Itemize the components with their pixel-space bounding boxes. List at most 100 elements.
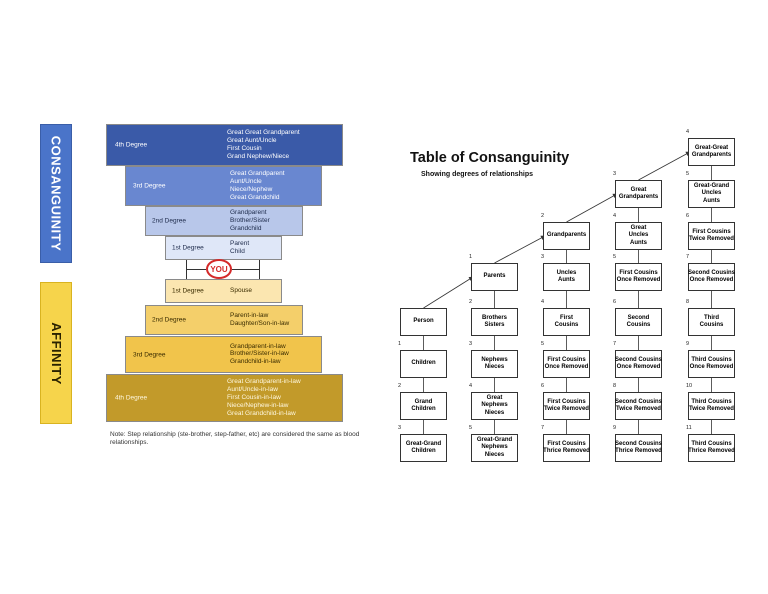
relationship-text: First Cousins [547, 440, 586, 447]
table-subtitle: Showing degrees of relationships [421, 171, 534, 178]
degree-number: 9 [613, 425, 617, 431]
consanguinity-degree-label: 3rd Degree [133, 182, 166, 190]
ancestor-arrow [566, 193, 618, 223]
relation-item: Grandchild-in-law [230, 358, 281, 366]
degree-number: 11 [686, 425, 692, 431]
relationship-text: Nephews [481, 402, 508, 409]
relationship-text: Person [413, 318, 434, 325]
degree-number: 5 [686, 171, 690, 177]
relation-item: Parent-in-law [230, 312, 269, 320]
degree-number: 1 [398, 341, 402, 347]
relationship-text: Once Removed [616, 277, 661, 283]
relation-item: Great Grandparent [230, 170, 285, 178]
relationship-text: Children [411, 360, 436, 367]
degree-number: 2 [469, 299, 473, 305]
degree-number: 10 [686, 383, 693, 389]
relationship-text: Grandparents [618, 194, 659, 200]
relationship-text: Twice Removed [544, 406, 589, 412]
relationship-text: Twice Removed [689, 236, 734, 242]
relation-item: Grand Nephew/Niece [227, 152, 290, 160]
relationship-text: Brothers [481, 314, 507, 321]
relation-item: Aunt/Uncle-in-law [227, 386, 278, 394]
relationship-text: Second Cousins [615, 440, 663, 447]
relationship-text: Great-Grand [693, 182, 730, 189]
relationship-text: First Cousins [547, 398, 586, 405]
degree-number: 7 [613, 341, 617, 347]
degree-number: 3 [541, 254, 545, 260]
relationship-text: Aunts [558, 277, 575, 283]
relationship-text: First Cousins [619, 269, 658, 276]
relation-item: Brother/Sister-in-law [230, 350, 289, 358]
relationship-text: Aunts [703, 197, 720, 204]
you-connector-right-h [232, 269, 259, 270]
consanguinity-degree-label: 4th Degree [115, 141, 148, 149]
relation-item: Niece/Nephew-in-law [227, 401, 289, 409]
degree-number: 4 [469, 383, 473, 389]
degree-number: 7 [686, 254, 690, 260]
relation-item: Niece/Nephew [230, 186, 273, 193]
relation-item: Great Grandparent-in-law [227, 378, 301, 386]
relationship-text: Thrice Removed [543, 448, 590, 454]
relationship-text: Uncles [701, 190, 722, 197]
degree-number: 6 [686, 213, 690, 219]
relation-item: Brother/Sister [230, 217, 270, 225]
relationship-text: Nieces [484, 364, 505, 370]
ancestor-arrow [638, 151, 691, 181]
relationship-text: Sisters [484, 322, 505, 328]
relation-item: Great Grandchild [230, 193, 280, 201]
relation-item: First Cousin-in-law [227, 394, 281, 402]
relationship-text: Twice Removed [689, 406, 734, 412]
relationship-text: Great-Great [694, 144, 729, 151]
affinity-degree-label: 2nd Degree [152, 316, 186, 324]
relationship-text: Third [704, 314, 719, 321]
relation-item: Great Aunt/Uncle [227, 137, 277, 145]
degree-number: 7 [541, 425, 545, 431]
relationship-text: Great-Grand [405, 440, 442, 447]
degree-number: 5 [613, 254, 617, 260]
relationship-text: Uncles [628, 232, 649, 239]
relationship-text: Third Cousins [691, 440, 732, 447]
relationship-text: Once Removed [616, 364, 661, 370]
step-relationship-note: Note: Step relationship (ste-brother, st… [110, 431, 360, 446]
relationship-text: Great [630, 224, 647, 231]
relationship-text: Third Cousins [691, 398, 732, 405]
degree-number: 6 [613, 299, 617, 305]
relationship-box: Parents [471, 263, 518, 291]
affinity-degree-label: 1st Degree [172, 287, 204, 295]
you-marker: YOU [206, 259, 232, 279]
relationship-text: First Cousins [692, 228, 731, 235]
degree-number: 5 [469, 425, 473, 431]
relationship-text: Grandparents [691, 152, 732, 158]
relationship-text: Third Cousins [691, 356, 732, 363]
degree-number: 9 [686, 341, 690, 347]
relationship-text: Grand [414, 398, 433, 405]
relationship-text: Cousins [554, 322, 579, 328]
affinity-relations: Spouse [230, 287, 252, 295]
relationship-text: Grandparents [546, 232, 587, 239]
relation-item: Child [230, 248, 245, 255]
relationship-text: Nephews [481, 444, 508, 451]
ancestor-arrow [423, 276, 474, 309]
relation-item: Great Grandchild-in-law [227, 409, 296, 417]
degree-number: 8 [686, 299, 690, 305]
